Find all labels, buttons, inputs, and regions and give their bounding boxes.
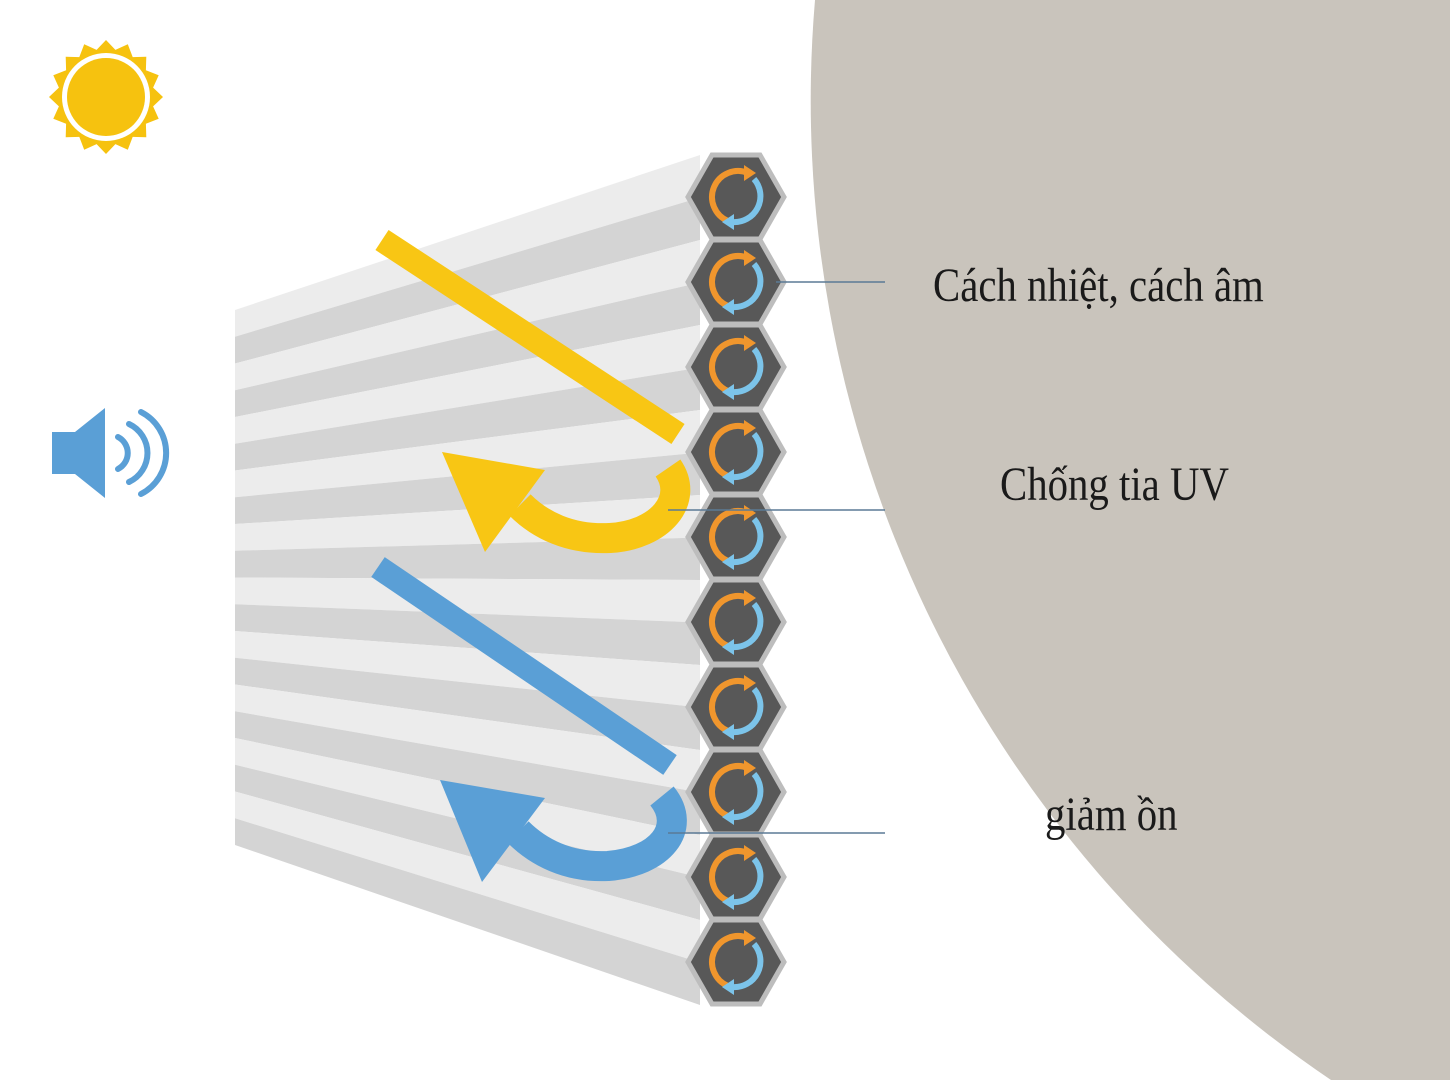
rotate-arrows-icon (709, 930, 764, 995)
stripe-top-face (235, 791, 700, 963)
label-insulation: Cách nhiệt, cách âm (933, 259, 1264, 312)
honeycomb-cell (685, 322, 787, 412)
background-arc (810, 0, 1450, 1080)
stripe-top-face (235, 325, 700, 444)
sound-incoming-arrow (371, 557, 677, 775)
honeycomb-cell (685, 407, 787, 497)
stripe-top-face (235, 155, 700, 337)
sound-reflected-arrow (440, 780, 687, 882)
stripe-top-face (235, 410, 700, 498)
stripe-bottom-face (235, 367, 700, 471)
honeycomb-cell (685, 492, 787, 582)
honeycomb-cells (685, 152, 787, 1007)
rotate-arrows-icon (709, 165, 764, 230)
uv-incoming-arrow (375, 229, 685, 445)
rotate-arrows-icon (709, 590, 764, 655)
honeycomb-cell (685, 832, 787, 922)
stripe-bottom-face (235, 657, 700, 750)
speaker-icon (52, 408, 170, 498)
rotate-arrows-icon (709, 335, 764, 400)
stripe-top-face (235, 631, 700, 708)
stripe-bottom-face (235, 711, 700, 835)
stripe-bottom-face (235, 197, 700, 364)
label-uv: Chống tia UV (1000, 458, 1229, 511)
honeycomb-cell (685, 152, 787, 242)
uv-reflected-arrow (442, 452, 691, 554)
stripe-bottom-face (235, 818, 700, 1005)
honeycomb-cell (685, 577, 787, 667)
stripe-top-face (235, 577, 700, 623)
rotate-arrows-icon (709, 505, 764, 570)
rotate-arrows-icon (709, 760, 764, 825)
honeycomb-cell (685, 237, 787, 327)
honeycomb-cell (685, 662, 787, 752)
sun-icon (49, 40, 163, 154)
stripe-top-face (235, 240, 700, 391)
rotate-arrows-icon (709, 420, 764, 485)
rotate-arrows-icon (709, 845, 764, 910)
rotate-arrows-icon (709, 250, 764, 315)
stripe-bottom-face (235, 282, 700, 417)
stripe-top-face (235, 684, 700, 793)
label-noise: giảm ồn (1045, 788, 1178, 841)
rotate-arrows-icon (709, 675, 764, 740)
honeycomb-cell (685, 917, 787, 1007)
honeycomb-cell (685, 747, 787, 837)
